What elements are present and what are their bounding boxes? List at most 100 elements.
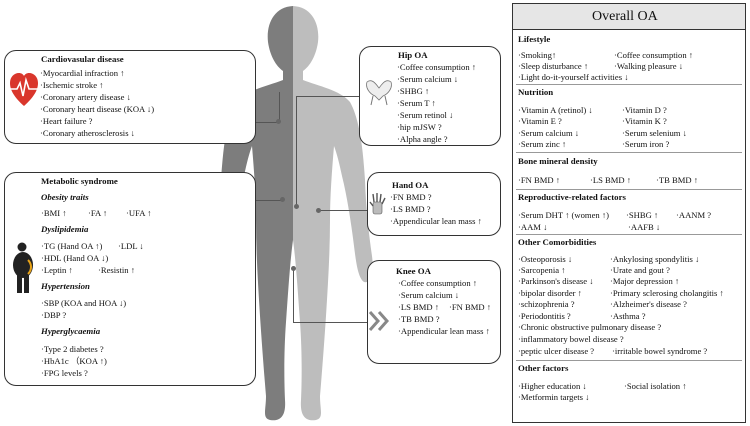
comorbidity-item: ·Chronic obstructive pulmonary disease ? xyxy=(518,322,662,332)
marker-knee xyxy=(291,266,296,271)
lifestyle-item: ·Sleep disturbance ↑ xyxy=(518,61,589,71)
hypertension-subtitle: Hypertension xyxy=(41,281,90,291)
hyperglycaemia-item: ·HbA1c （KOA ↑) xyxy=(41,356,107,366)
connector-hip-v xyxy=(296,96,297,206)
obesity-item: ·UFA ↑ xyxy=(126,208,152,218)
connector-knee xyxy=(293,268,294,322)
comorbidities-title: Other Comorbidities xyxy=(518,237,597,247)
comorbidity-item: ·Periodontitis ? xyxy=(518,311,571,321)
comorbidity-item: ·bipolar disorder ↑ xyxy=(518,288,582,298)
hand-item: ·Appendicular lean mass ↑ xyxy=(390,216,482,226)
cardio-item: ·Myocardial infraction ↑ xyxy=(40,68,125,78)
nutrition-item: ·Serum calcium ↓ xyxy=(518,128,580,138)
separator xyxy=(516,189,742,190)
cardio-item: ·Ischemic stroke ↑ xyxy=(40,80,104,90)
comorbidity-item: ·irritable bowel syndrome ? xyxy=(612,346,708,356)
knee-oa-box xyxy=(367,260,501,364)
marker-heart xyxy=(276,119,281,124)
hip-item: ·hip mJSW ? xyxy=(397,122,442,132)
separator xyxy=(516,84,742,85)
knee-title: Knee OA xyxy=(396,266,431,276)
cardiovascular-box xyxy=(4,50,256,144)
marker-abdomen xyxy=(280,197,285,202)
connector-hand xyxy=(318,210,367,211)
cardio-item: ·Heart failure ? xyxy=(40,116,93,126)
nutrition-item: ·Serum iron ? xyxy=(622,139,670,149)
connector-cardio-v xyxy=(279,92,280,122)
hyperglycaemia-subtitle: Hyperglycaemia xyxy=(41,326,101,336)
lifestyle-item: ·Light do-it-yourself activities ↓ xyxy=(518,72,629,82)
bmd-item: ·FN BMD ↑ xyxy=(518,175,561,185)
comorbidity-item: ·Major depression ↑ xyxy=(610,276,680,286)
knee-item: ·TB BMD ? xyxy=(398,314,440,324)
hand-title: Hand OA xyxy=(392,180,429,190)
lifestyle-item: ·Walking pleasure ↓ xyxy=(614,61,683,71)
hip-title: Hip OA xyxy=(398,50,428,60)
hand-item: ·LS BMD ? xyxy=(390,204,431,214)
hip-item: ·Alpha angle ? xyxy=(397,134,448,144)
nutrition-item: ·Vitamin A (retinol) ↓ xyxy=(518,105,593,115)
dyslipidemia-item: ·HDL (Hand OA ↓) xyxy=(41,253,109,263)
other-factor-item: ·Metformin targets ↓ xyxy=(518,392,590,402)
nutrition-item: ·Serum zinc ↑ xyxy=(518,139,567,149)
separator xyxy=(516,152,742,153)
nutrition-item: ·Vitamin K ? xyxy=(622,116,667,126)
knee-item: ·Serum calcium ↓ xyxy=(398,290,460,300)
hand-icon xyxy=(369,193,386,215)
hand-item: ·FN BMD ? xyxy=(390,192,432,202)
hip-item: ·Serum calcium ↓ xyxy=(397,74,459,84)
dyslipidemia-item: ·Leptin ↑ xyxy=(41,265,73,275)
reproductive-item: ·AAM ↓ xyxy=(518,222,548,232)
lifestyle-item: ·Smoking↑ xyxy=(518,50,557,60)
dyslipidemia-item: ·Resistin ↑ xyxy=(98,265,136,275)
obesity-subtitle: Obesity traits xyxy=(41,192,89,202)
connector-metabolic xyxy=(256,200,284,201)
other-factor-item: ·Higher education ↓ xyxy=(518,381,587,391)
other-factor-item: ·Social isolation ↑ xyxy=(624,381,687,391)
hip-item: ·SHBG ↑ xyxy=(397,86,430,96)
comorbidity-item: ·Parkinson's disease ↓ xyxy=(518,276,594,286)
hip-item: ·Serum retinol ↓ xyxy=(397,110,454,120)
nutrition-title: Nutrition xyxy=(518,87,554,97)
hip-item: ·Coffee consumption ↑ xyxy=(397,62,477,72)
overall-oa-header xyxy=(512,3,746,30)
heart-icon xyxy=(10,73,38,106)
reproductive-item: ·Serum DHT ↑ (women ↑) xyxy=(518,210,610,220)
separator xyxy=(516,360,742,361)
overall-title: Overall OA xyxy=(592,9,658,24)
obesity-item: ·FA ↑ xyxy=(88,208,108,218)
comorbidity-item: ·Primary sclerosing cholangitis ↑ xyxy=(610,288,724,298)
cardio-title: Cardiovasular disease xyxy=(41,54,124,64)
hypertension-item: ·SBP (KOA and HOA ↓) xyxy=(41,298,127,308)
hip-item: ·Serum T ↑ xyxy=(397,98,436,108)
marker-hand xyxy=(316,208,321,213)
knee-item: ·FN BMD ↑ xyxy=(449,302,492,312)
connector-knee-h xyxy=(293,322,367,323)
pelvis-icon xyxy=(366,80,392,106)
obesity-item: ·BMI ↑ xyxy=(41,208,67,218)
nutrition-item: ·Vitamin D ? xyxy=(622,105,667,115)
separator xyxy=(516,234,742,235)
obese-person-icon xyxy=(13,242,33,293)
metabolic-title: Metabolic syndrome xyxy=(41,176,118,186)
other-factors-title: Other factors xyxy=(518,363,569,373)
comorbidity-item: ·inflammatory bowel disease ? xyxy=(518,334,624,344)
nutrition-item: ·Serum selenium ↓ xyxy=(622,128,687,138)
bmd-item: ·TB BMD ↑ xyxy=(656,175,699,185)
hyperglycaemia-item: ·Type 2 diabetes ? xyxy=(41,344,104,354)
comorbidity-item: ·schizophrenia ? xyxy=(518,299,575,309)
dyslipidemia-subtitle: Dyslipidemia xyxy=(41,224,89,234)
marker-hip xyxy=(294,204,299,209)
lifestyle-item: ·Coffee consumption ↑ xyxy=(614,50,694,60)
hand-oa-box xyxy=(367,172,501,236)
bmd-item: ·LS BMD ↑ xyxy=(590,175,632,185)
knee-item: ·Appendicular lean mass ↑ xyxy=(398,326,490,336)
comorbidity-item: ·Alzheimer's disease ? xyxy=(610,299,687,309)
cardio-item: ·Coronary artery disease ↓ xyxy=(40,92,131,102)
dyslipidemia-item: ·TG (Hand OA ↑) xyxy=(41,241,103,251)
dyslipidemia-item: ·LDL ↓ xyxy=(118,241,144,251)
comorbidity-item: ·Ankylosing spondylitis ↓ xyxy=(610,254,700,264)
cardio-item: ·Coronary heart disease (KOA ↓) xyxy=(40,104,155,114)
hyperglycaemia-item: ·FPG levels ? xyxy=(41,368,88,378)
knee-item: ·LS BMD ↑ xyxy=(398,302,440,312)
